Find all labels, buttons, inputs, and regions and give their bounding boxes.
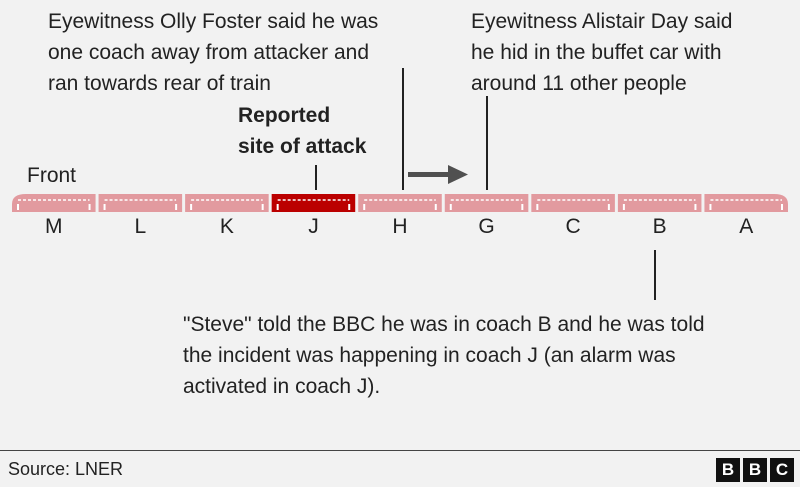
olly-foster-note: Eyewitness Olly Foster said he was one c… xyxy=(48,6,378,99)
footer-divider xyxy=(0,450,800,451)
bbc-logo-letter: B xyxy=(743,458,767,482)
coach-label-a: A xyxy=(739,215,754,238)
coach-label-g: G xyxy=(478,215,495,238)
reported-line-1: Reported xyxy=(238,104,331,127)
olly-line-3: ran towards rear of train xyxy=(48,72,271,95)
coach-label-l: L xyxy=(134,215,147,238)
alistair-line-1: Eyewitness Alistair Day said xyxy=(471,10,733,33)
alistair-line-3: around 11 other people xyxy=(471,72,687,95)
steve-line-3: activated in coach J). xyxy=(183,375,381,398)
coach-j xyxy=(271,194,356,212)
alistair-day-note: Eyewitness Alistair Day said he hid in t… xyxy=(471,6,732,99)
coach-b xyxy=(617,194,702,212)
alistair-line-2: he hid in the buffet car with xyxy=(471,41,722,64)
olly-line-1: Eyewitness Olly Foster said he was xyxy=(48,10,379,33)
movement-arrow-icon xyxy=(408,165,468,184)
coach-k xyxy=(185,194,269,212)
steve-line-2: the incident was happening in coach J (a… xyxy=(183,344,676,367)
coach-label-m: M xyxy=(45,215,63,238)
bbc-logo-letter: B xyxy=(716,458,740,482)
coach-m xyxy=(12,194,96,212)
reported-leader-line xyxy=(315,165,317,190)
coach-label-h: H xyxy=(392,215,408,238)
reported-site-note: Reported site of attack xyxy=(238,100,366,162)
train-diagram xyxy=(12,194,788,212)
coach-g xyxy=(444,194,529,212)
coach-label-j: J xyxy=(308,215,319,238)
coach-h xyxy=(358,194,442,212)
bbc-logo-letter: C xyxy=(770,458,794,482)
olly-line-2: one coach away from attacker and xyxy=(48,41,370,64)
coach-a xyxy=(704,194,788,212)
bbc-logo: B B C xyxy=(716,458,794,482)
reported-line-2: site of attack xyxy=(238,135,367,158)
coach-label-c: C xyxy=(565,215,581,238)
coach-label-b: B xyxy=(652,215,667,238)
steve-note: "Steve" told the BBC he was in coach B a… xyxy=(183,309,705,402)
coach-label-k: K xyxy=(219,215,234,238)
steve-leader-line xyxy=(654,250,656,300)
alistair-leader-line xyxy=(486,96,488,190)
front-label: Front xyxy=(27,164,77,187)
steve-line-1: "Steve" told the BBC he was in coach B a… xyxy=(183,313,705,336)
olly-leader-line xyxy=(402,68,404,190)
coach-c xyxy=(531,194,615,212)
source-text: Source: LNER xyxy=(8,459,124,479)
coach-l xyxy=(98,194,183,212)
